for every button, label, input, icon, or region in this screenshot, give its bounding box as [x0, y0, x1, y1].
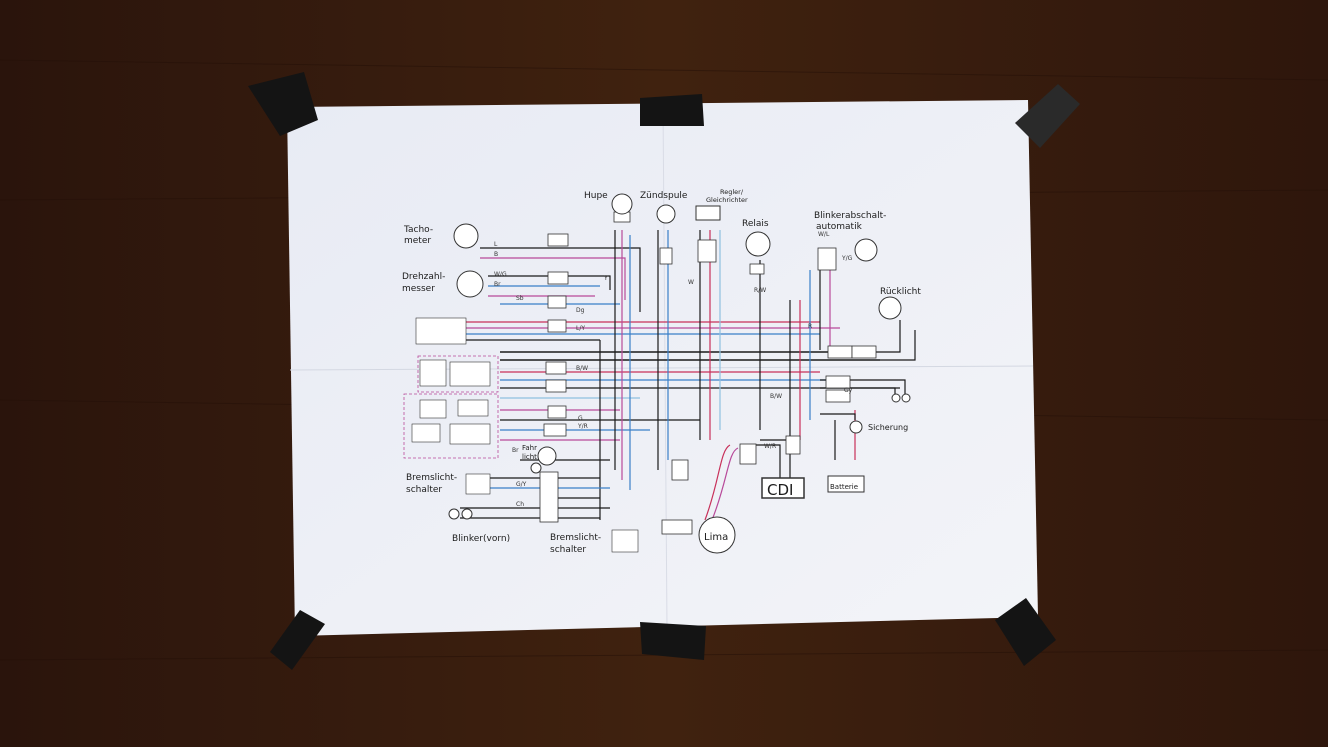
svg-text:Br: Br — [494, 281, 501, 288]
switch-groups — [403, 355, 499, 459]
zuendspule-symbol — [656, 204, 676, 224]
cdi-box — [761, 477, 805, 499]
svg-text:R: R — [808, 323, 812, 330]
svg-text:W/L: W/L — [818, 231, 830, 238]
blinker-small — [530, 462, 542, 474]
label-hupe: Hupe — [584, 191, 608, 201]
svg-text:W/R: W/R — [764, 443, 776, 450]
svg-text:Dg: Dg — [576, 307, 585, 314]
sicherung-symbol — [849, 420, 863, 434]
svg-text:Ch: Ch — [516, 501, 524, 508]
batterie-box — [827, 475, 865, 493]
svg-text:Y/R: Y/R — [577, 423, 588, 430]
svg-text:Y: Y — [603, 275, 608, 282]
blinker-vorn-left — [448, 508, 460, 520]
tape-bottom-right — [995, 598, 1056, 666]
svg-text:L/Y: L/Y — [576, 325, 585, 332]
label-tacho: Tacho-meter — [403, 225, 433, 246]
svg-text:R/W: R/W — [754, 287, 766, 294]
hupe-symbol — [611, 193, 633, 215]
connectors — [539, 211, 877, 535]
label-bremslicht-2: Bremslicht-schalter — [550, 533, 601, 555]
relais-symbol — [745, 231, 771, 257]
svg-text:G/Y: G/Y — [516, 481, 527, 488]
label-zuendspule: Zündspule — [640, 191, 688, 201]
svg-text:L: L — [494, 241, 498, 248]
svg-text:Sb: Sb — [516, 295, 524, 302]
wire-code-labels: L B W/G Br Sb Y Dg L/Y B/W G/Y Ch G Y/R … — [494, 231, 853, 508]
label-bremslicht-1: Bremslicht-schalter — [406, 473, 457, 495]
component-symbols — [448, 193, 911, 554]
label-blinkerabschalt: Blinkerabschalt-automatik — [814, 211, 886, 232]
svg-text:B/W: B/W — [770, 393, 782, 400]
svg-text:B/W: B/W — [576, 365, 588, 372]
svg-text:G: G — [578, 415, 583, 422]
paper-fold — [289, 365, 1034, 371]
label-ruecklicht: Rücklicht — [880, 287, 921, 297]
svg-text:W: W — [688, 279, 694, 286]
label-relais: Relais — [742, 219, 769, 229]
blinker-vorn-right — [461, 508, 473, 520]
svg-text:Gy: Gy — [844, 387, 853, 394]
lima-symbol — [698, 516, 736, 554]
tape-top-left — [248, 72, 318, 136]
tape-bottom-left — [270, 610, 325, 670]
switch-tables — [411, 317, 639, 553]
fahrlicht-symbol — [537, 446, 557, 466]
svg-text:W/G: W/G — [494, 271, 507, 278]
tape-top-center — [640, 94, 704, 126]
blinkerabschalt-symbol — [854, 238, 878, 262]
tape-bottom-center — [640, 622, 706, 660]
label-batterie: Batterie — [830, 483, 858, 491]
label-sicherung: Sicherung — [868, 423, 908, 432]
regler-box — [695, 205, 721, 221]
label-cdi: CDI — [767, 481, 793, 499]
component-labels: Tacho-meter Drehzahl-messer Hupe Zündspu… — [402, 188, 921, 555]
tacho-gauge — [453, 223, 479, 249]
label-lima: Lima — [704, 532, 728, 543]
svg-text:B: B — [494, 251, 498, 258]
tape-top-right — [1015, 84, 1080, 148]
drehzahl-gauge — [456, 270, 484, 298]
label-regler: Regler/Gleichrichter — [706, 188, 748, 204]
svg-text:Br: Br — [512, 447, 519, 454]
label-blinker-vorn: Blinker(vorn) — [452, 534, 510, 544]
ruecklicht-symbol — [878, 296, 902, 320]
label-drehzahl: Drehzahl-messer — [402, 272, 445, 294]
svg-text:Y/G: Y/G — [841, 255, 853, 262]
